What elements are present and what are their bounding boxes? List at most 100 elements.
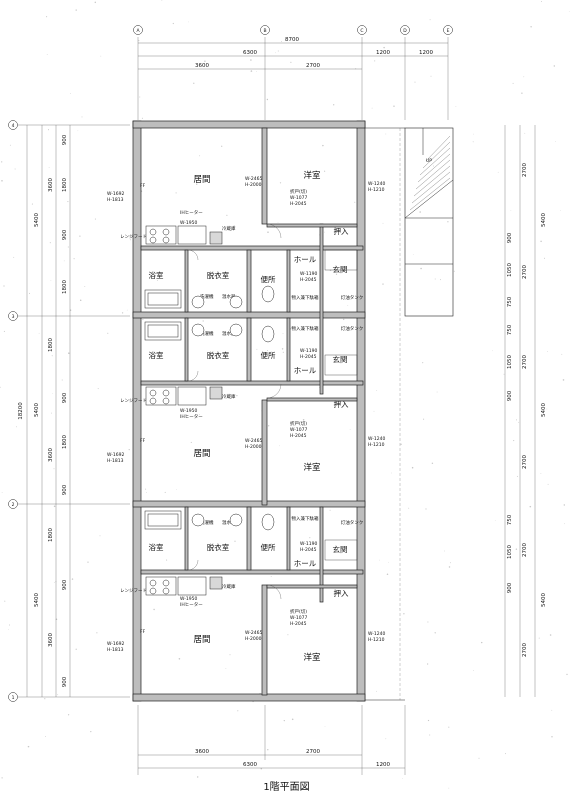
speckle-dot: [130, 234, 132, 237]
dim-a-width: 3600: [195, 63, 209, 69]
bottom-dims: 3600 2700 6300 1200: [137, 705, 406, 775]
spec-w1077-2: W-1077: [290, 427, 307, 433]
dim-right-span-3: 5400: [541, 593, 547, 607]
speckle-dot: [379, 559, 380, 561]
grid-col-a: A: [136, 28, 140, 34]
speckle-dot: [3, 285, 5, 287]
speckle-dot: [562, 379, 565, 381]
grid-row-4: 4: [12, 123, 15, 129]
speckle-dot: [319, 387, 320, 388]
speckle-dot: [256, 71, 258, 73]
toilet-2: 便所: [261, 350, 276, 360]
speckle-dot: [84, 285, 86, 287]
speckle-dot: [129, 239, 131, 241]
speckle-dot: [373, 410, 375, 412]
hood-3: レンジフード: [120, 588, 147, 594]
dim-h-900-a: 900: [62, 134, 68, 145]
dim-bottom-1200: 1200: [376, 762, 390, 768]
speckle-dot: [0, 386, 1, 388]
hall-1: ホール: [294, 255, 317, 264]
speckle-dot: [63, 260, 65, 262]
speckle-dot: [515, 419, 518, 421]
speckle-dot: [497, 171, 499, 173]
speckle-dot: [427, 621, 429, 623]
hall-3: ホール: [294, 559, 317, 568]
speckle-dot: [335, 273, 338, 275]
speckle-dot: [560, 210, 562, 211]
western-room-3: 洋室: [303, 652, 321, 663]
speckle-dot: [324, 231, 325, 233]
spec-h2045-1: H-2045: [290, 201, 307, 207]
speckle-dot: [426, 663, 429, 665]
hood-1: レンジフード: [120, 234, 147, 240]
toilet-bowl-2: [261, 325, 275, 343]
speckle-dot: [196, 776, 199, 778]
spec-h2045-2: H-2045: [290, 433, 307, 439]
spec-w1190-3: W-1190: [300, 541, 317, 547]
speckle-dot: [176, 488, 177, 490]
entrance-1: 玄関: [333, 264, 348, 274]
spec-w1077-3: W-1077: [290, 615, 307, 621]
speckle-dot: [429, 19, 431, 21]
dim-h-1800-c: 1800: [62, 178, 68, 192]
speckle-dot: [226, 214, 228, 216]
speckle-dot: [87, 561, 89, 563]
dim-right-2700-f: 2700: [522, 643, 528, 657]
speckle-dot: [510, 209, 512, 211]
hood-2: レンジフード: [120, 398, 147, 404]
fridge-3: 冷蔵庫: [222, 583, 236, 590]
speckle-dot: [422, 362, 424, 364]
speckle-dot: [250, 59, 252, 61]
speckle-dot: [408, 507, 410, 509]
spec-w1190-2: W-1190: [300, 348, 317, 354]
speckle-dot: [455, 106, 457, 108]
speckle-dot: [196, 183, 198, 185]
speckle-dot: [429, 734, 431, 736]
speckle-dot: [347, 305, 349, 306]
speckle-dot: [547, 351, 548, 352]
dim-main-width: 6300: [243, 50, 257, 56]
speckle-dot: [53, 582, 55, 583]
dim-right-2700-e: 2700: [522, 543, 528, 557]
speckle-dot: [391, 472, 392, 474]
speckle-dot: [221, 145, 223, 147]
speckle-dot: [164, 491, 166, 493]
kerosene-2: 灯油タンク: [341, 325, 364, 332]
spec-w1692-2: W-1692: [107, 452, 124, 458]
speckle-dot: [71, 578, 74, 580]
speckle-dot: [283, 719, 285, 722]
speckle-dot: [549, 634, 552, 636]
washbasin-3: [191, 513, 205, 527]
speckle-dot: [311, 262, 313, 264]
speckle-dot: [153, 608, 155, 611]
speckle-dot: [142, 319, 144, 321]
speckle-dot: [47, 129, 50, 131]
dim-right-750-c: 750: [507, 514, 513, 525]
ih-3: IHヒーター: [180, 601, 203, 608]
speckle-dot: [430, 75, 432, 77]
fridge-2: 冷蔵庫: [222, 393, 236, 400]
speckle-dot: [67, 714, 70, 716]
dim-right-2700-c: 2700: [522, 355, 528, 369]
dim-h-3600-b: 3600: [48, 448, 54, 462]
speckle-dot: [431, 462, 434, 464]
kerosene-3: 灯油タンク: [341, 519, 364, 526]
door-spec-1: 折戸(切): [290, 188, 307, 195]
speckle-dot: [68, 352, 70, 354]
stair-up-label: UP: [426, 158, 432, 164]
speckle-dot: [69, 309, 72, 311]
speckle-dot: [128, 448, 130, 451]
speckle-dot: [420, 267, 422, 270]
spec-h2045-3b: H-2045: [300, 547, 317, 553]
grid-row-2: 2: [12, 502, 15, 508]
storage-1: 物入兼下駄箱: [292, 294, 319, 301]
toilet-1: 便所: [261, 274, 276, 284]
speckle-dot: [524, 132, 526, 134]
speckle-dot: [423, 418, 425, 420]
dim-bottom-2700: 2700: [306, 749, 320, 755]
speckle-dot: [402, 778, 403, 779]
door-spec-3: 折戸(切): [290, 608, 307, 615]
entrance-3: 玄関: [333, 544, 348, 554]
western-room-2: 洋室: [303, 462, 321, 473]
